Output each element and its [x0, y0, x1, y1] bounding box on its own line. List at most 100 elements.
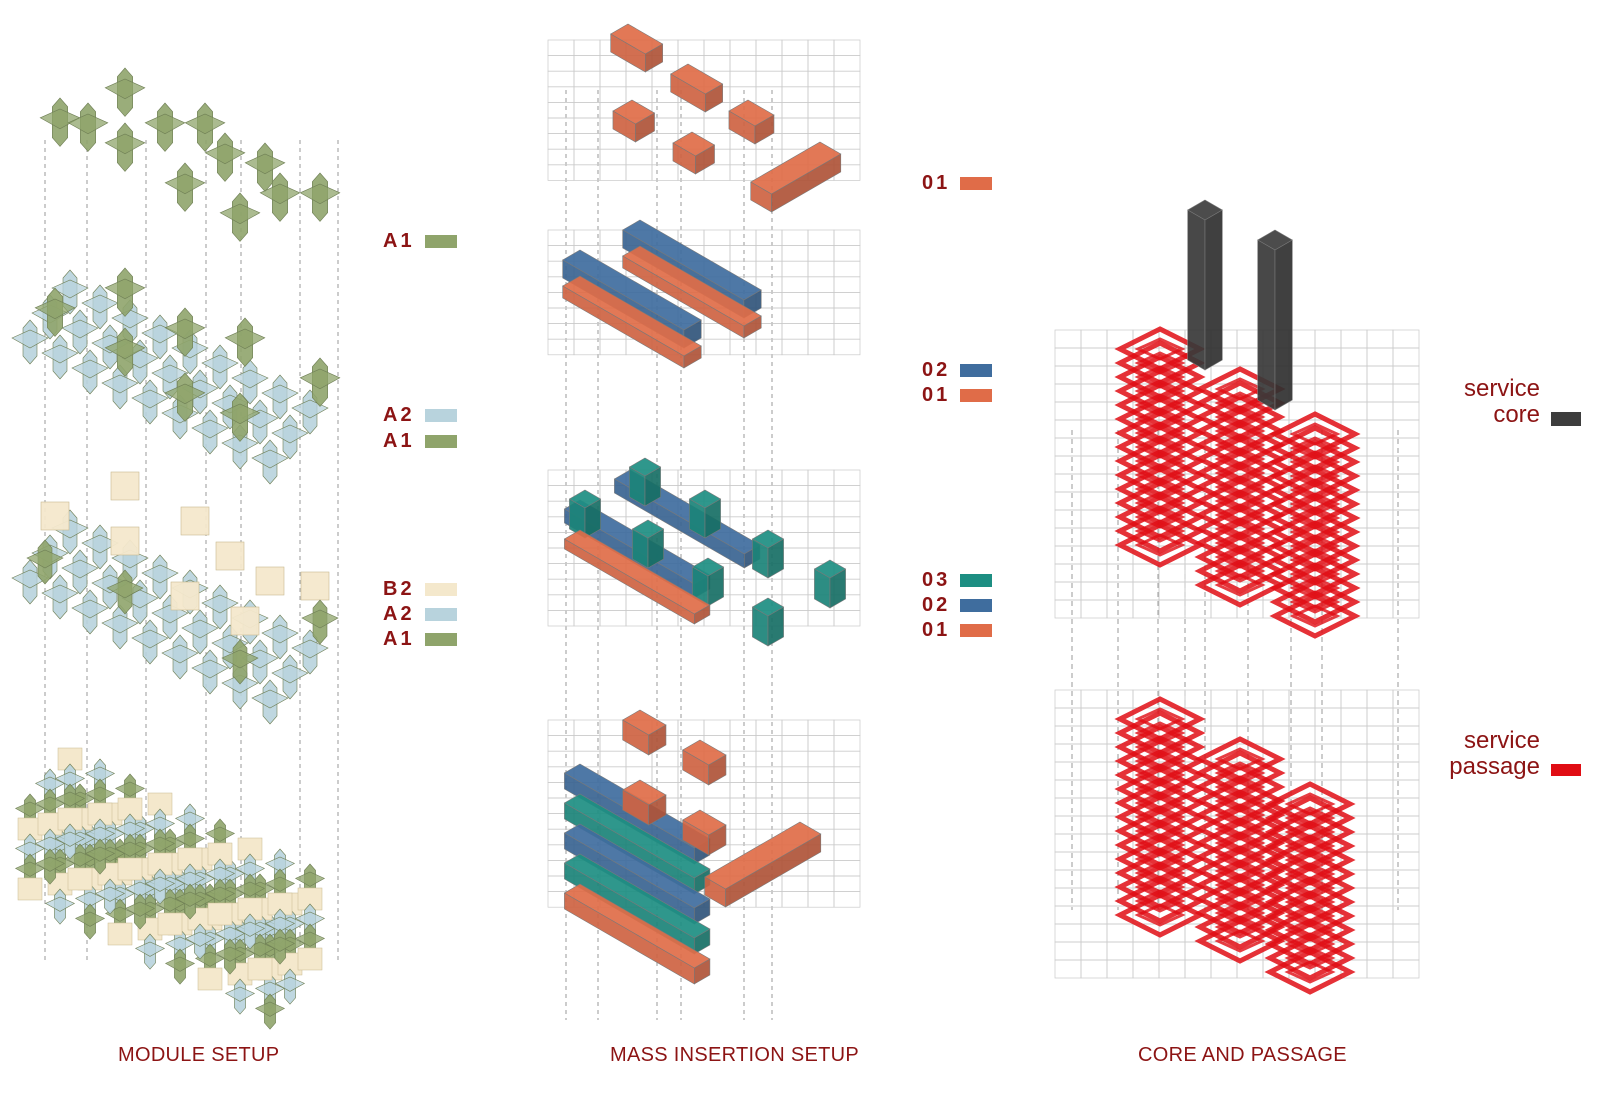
mass-grid-cell	[729, 594, 757, 611]
module-a1-glyph	[104, 327, 146, 377]
mass-grid-cell	[833, 260, 861, 278]
mass-grid-cell	[599, 70, 627, 88]
mass-grid-cell	[651, 102, 679, 119]
mass-grid-cell	[547, 610, 575, 627]
core-grid-cell	[1132, 581, 1160, 601]
mass-grid-cell	[833, 133, 861, 150]
mass-grid-cell	[755, 260, 783, 278]
core-grid-cell	[1366, 545, 1394, 565]
service-passage-stack	[1114, 794, 1206, 840]
service-passage-stack	[1194, 422, 1286, 468]
mass-grid-cell	[755, 338, 783, 356]
mass-grid-cell	[807, 323, 835, 340]
mass-grid-cell	[833, 532, 861, 549]
mass-grid-cell	[781, 323, 809, 340]
mass-grid-cell	[833, 797, 861, 814]
core-grid-cell	[1314, 689, 1342, 709]
service-passage-stack	[1264, 823, 1356, 869]
service-passage-stack	[1194, 848, 1286, 894]
core-grid-cell	[1054, 815, 1082, 835]
mass-grid-cell	[807, 813, 835, 830]
mass-01-block	[672, 131, 716, 175]
mass-grid-cell	[547, 70, 575, 88]
mass-grid-cell	[781, 797, 809, 814]
module-a1-glyph	[219, 192, 261, 242]
mass-grid-cell	[833, 844, 861, 861]
core-grid-cell	[1080, 833, 1108, 853]
mass-grid-cell	[781, 750, 809, 768]
mass-grid-cell	[781, 485, 809, 502]
core-grid-cell	[1080, 815, 1108, 835]
core-grid-cell	[1080, 563, 1108, 583]
mass-grid-cell	[599, 164, 627, 181]
module-a2-glyph	[94, 878, 126, 915]
service-passage-stack	[1114, 508, 1206, 554]
service-passage-stack	[1289, 604, 1341, 628]
mass-grid-cell	[677, 39, 705, 56]
core-grid-cell	[1392, 779, 1420, 799]
module-a2-glyph	[101, 604, 139, 650]
mass-01-block	[682, 809, 727, 856]
service-core-block	[1187, 199, 1223, 371]
module-a1-glyph	[104, 122, 146, 172]
core-grid-cell	[1080, 383, 1108, 403]
module-setup-caption: MODULE SETUP	[118, 1044, 280, 1066]
core-grid-cell	[1366, 941, 1394, 961]
core-grid-cell	[1340, 329, 1368, 349]
core-grid-cell	[1054, 833, 1082, 853]
mass-grid-cell	[729, 813, 757, 830]
mass-legend-layer3-03: 03	[922, 569, 993, 592]
mass-grid-cell	[833, 307, 861, 324]
mass-grid-cell	[703, 797, 731, 814]
service-passage-stack	[1264, 781, 1356, 827]
legend-swatch-02	[960, 364, 993, 377]
mass-grid-cell	[755, 516, 783, 533]
module-a2-glyph	[141, 554, 179, 600]
core-grid-cell	[1080, 491, 1108, 511]
mass-03-block	[813, 559, 847, 609]
mass-03-block	[628, 457, 662, 507]
module-legend-layer3-a1: A1	[383, 628, 457, 651]
mass-grid-cell	[807, 891, 835, 908]
core-grid-cell	[1366, 959, 1394, 979]
core-grid-cell	[1288, 761, 1316, 781]
core-grid-cell	[1080, 707, 1108, 727]
mass-grid-cell	[833, 875, 861, 892]
core-grid-cell	[1262, 725, 1290, 745]
mass-grid-cell	[755, 782, 783, 799]
module-a2-glyph	[181, 609, 219, 655]
core-grid-cell	[1184, 959, 1212, 979]
mass-grid-cell	[729, 39, 757, 56]
module-a1-glyph	[254, 993, 286, 1030]
mass-grid-cell	[547, 594, 575, 611]
mass-grid-cell	[755, 578, 783, 596]
mass-grid-cell	[807, 860, 835, 877]
core-grid-cell	[1288, 365, 1316, 385]
mass-grid-cell	[781, 70, 809, 88]
core-grid-cell	[1366, 887, 1394, 907]
core-grid-cell	[1132, 599, 1160, 619]
mass-grid-cell	[547, 102, 575, 119]
service-passage-stack	[1194, 792, 1286, 838]
mass-grid-cell	[807, 245, 835, 262]
core-grid-cell	[1054, 455, 1082, 475]
mass-grid-cell	[833, 547, 861, 564]
module-a2-glyph	[231, 359, 269, 405]
mass-grid-cell	[755, 245, 783, 262]
service-passage-stack	[1214, 915, 1266, 939]
core-grid-cell	[1366, 347, 1394, 367]
core-grid-cell	[1080, 401, 1108, 421]
mass-grid-cell	[755, 148, 783, 166]
module-a2-glyph	[241, 639, 279, 685]
core-grid-cell	[1080, 473, 1108, 493]
mass-grid-cell	[599, 594, 627, 611]
mass-01-block	[622, 779, 667, 826]
mass-grid-cell	[833, 55, 861, 72]
mass-grid-cell	[625, 610, 653, 627]
mass-grid-cell	[781, 516, 809, 533]
core-grid-cell	[1054, 347, 1082, 367]
core-grid-cell	[1080, 689, 1108, 709]
module-a1-glyph	[184, 102, 226, 152]
mass-grid-cell	[807, 875, 835, 892]
core-grid-cell	[1080, 527, 1108, 547]
